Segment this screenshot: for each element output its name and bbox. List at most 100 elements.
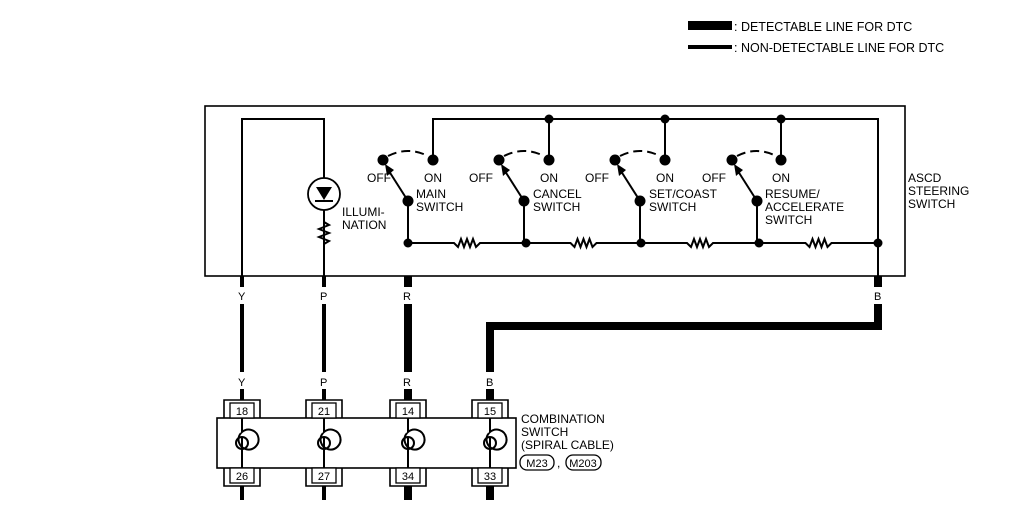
spiral-cable-2: 14 34 xyxy=(389,399,427,487)
legend-non-detectable-label: : NON-DETECTABLE LINE FOR DTC xyxy=(734,41,944,55)
ascd-title-line-1: ASCD xyxy=(908,171,942,185)
off-contact-dot xyxy=(609,154,621,166)
ladder-resistor-icon xyxy=(526,236,641,250)
on-contact-dot xyxy=(775,154,787,166)
pivot-dot xyxy=(634,195,646,207)
connector-badge-m203: M203 xyxy=(565,454,602,471)
top-bus-line xyxy=(432,118,879,276)
switch-cancel-off-label: OFF xyxy=(469,171,493,185)
connector-shell-bottom xyxy=(389,468,427,487)
switch-contact-0 xyxy=(377,150,439,243)
switch-contact-3 xyxy=(726,119,787,243)
connector-shell-bottom xyxy=(223,468,261,487)
wire-b-segment xyxy=(486,304,882,372)
illumination-resistor-icon xyxy=(316,218,332,248)
switch-main-off-label: OFF xyxy=(367,171,391,185)
spiral-icon xyxy=(237,418,260,451)
switch-resume-name-line-1: RESUME/ xyxy=(765,187,820,201)
connector-shell-top xyxy=(305,399,343,418)
illumination-led-icon xyxy=(307,177,341,211)
wire-color-bottom-y: Y xyxy=(238,377,246,389)
connector-shell-bottom xyxy=(471,468,509,487)
on-contact-dot xyxy=(543,154,555,166)
ladder-resistor-icon xyxy=(641,236,759,250)
pin-number-top: 14 xyxy=(402,406,414,418)
ladder-resistor-icon xyxy=(759,236,878,250)
switch-resume-on-label: ON xyxy=(772,171,790,185)
resistor-ladder xyxy=(403,236,883,250)
switch-contact-1 xyxy=(493,119,555,243)
pin-number-top: 18 xyxy=(236,406,248,418)
combination-switch-title-line-1: COMBINATION xyxy=(521,412,605,426)
on-contact-dot xyxy=(659,154,671,166)
pivot-dot xyxy=(751,195,763,207)
connector-badge-m203-label: M203 xyxy=(569,458,597,470)
legend-detectable-swatch xyxy=(688,21,732,30)
switch-arrow-icon xyxy=(617,164,626,176)
switch-cancel-on-label: ON xyxy=(540,171,558,185)
switch-main-name-line-2: SWITCH xyxy=(416,200,463,214)
harness-wires xyxy=(240,276,882,500)
ascd-steering-switch-box xyxy=(204,105,906,277)
switch-cancel: OFF ON CANCEL SWITCH xyxy=(469,171,582,214)
wire-color-bottom-r: R xyxy=(403,377,411,389)
pivot-dot xyxy=(402,195,414,207)
wire-color-top-r: R xyxy=(403,291,411,303)
switch-resume-name-line-3: SWITCH xyxy=(765,213,812,227)
off-contact-dot xyxy=(377,154,389,166)
connector-shell-top xyxy=(223,399,261,418)
wire-color-top-p: P xyxy=(320,291,327,303)
ascd-title-line-3: SWITCH xyxy=(908,197,955,211)
combination-switch-title-line-3: (SPIRAL CABLE) xyxy=(521,438,614,452)
pin-number-bottom: 33 xyxy=(484,471,496,483)
switch-group xyxy=(377,119,787,243)
illumination-label-line-2: NATION xyxy=(342,218,386,232)
wire-color-top-b: B xyxy=(874,291,881,303)
switch-main-name-line-1: MAIN xyxy=(416,187,446,201)
spiral-icon xyxy=(485,418,508,451)
combination-switch-box xyxy=(216,417,517,469)
switch-set-coast-name-line-1: SET/COAST xyxy=(649,187,718,201)
wire-color-bottom-b: B xyxy=(486,377,493,389)
connector-shell-bottom xyxy=(305,468,343,487)
spiral-icon xyxy=(319,418,342,451)
legend-detectable-label: : DETECTABLE LINE FOR DTC xyxy=(734,20,912,34)
switch-set-coast-off-label: OFF xyxy=(585,171,609,185)
switch-resume-accelerate: OFF ON RESUME/ ACCELERATE SWITCH xyxy=(702,171,844,227)
illumination-label-line-1: ILLUMI- xyxy=(342,205,385,219)
switch-contact-2 xyxy=(609,119,671,243)
off-contact-dot xyxy=(493,154,505,166)
switch-arrow-icon xyxy=(734,164,743,176)
wire-color-bottom-p: P xyxy=(320,377,327,389)
switch-set-coast: OFF ON SET/COAST SWITCH xyxy=(585,171,718,214)
connector-badge-m23-label: M23 xyxy=(526,458,547,470)
switch-cancel-name-line-1: CANCEL xyxy=(533,187,582,201)
ascd-title-line-2: STEERING xyxy=(908,184,969,198)
switch-resume-off-label: OFF xyxy=(702,171,726,185)
legend-non-detectable-swatch xyxy=(688,45,732,49)
junction-dot xyxy=(873,238,883,248)
connector-shell-top xyxy=(471,399,509,418)
switch-resume-name-line-2: ACCELERATE xyxy=(765,200,844,214)
connector-badge-m23: M23 xyxy=(519,454,555,471)
pin-number-top: 15 xyxy=(484,406,496,418)
switch-arrow-icon xyxy=(385,164,394,176)
junction-dot xyxy=(754,238,764,248)
combination-switch-title-line-2: SWITCH xyxy=(521,425,568,439)
switch-set-coast-on-label: ON xyxy=(656,171,674,185)
pin-number-bottom: 26 xyxy=(236,471,248,483)
switch-main-on-label: ON xyxy=(424,171,442,185)
ladder-resistor-icon xyxy=(408,236,526,250)
junction-dot xyxy=(521,238,531,248)
wire-color-top-y: Y xyxy=(238,291,246,303)
pin-number-bottom: 34 xyxy=(402,471,414,483)
switch-arrow-icon xyxy=(501,164,510,176)
pin-number-bottom: 27 xyxy=(318,471,330,483)
switch-main: OFF ON MAIN SWITCH xyxy=(367,171,463,214)
switch-set-coast-name-line-2: SWITCH xyxy=(649,200,696,214)
